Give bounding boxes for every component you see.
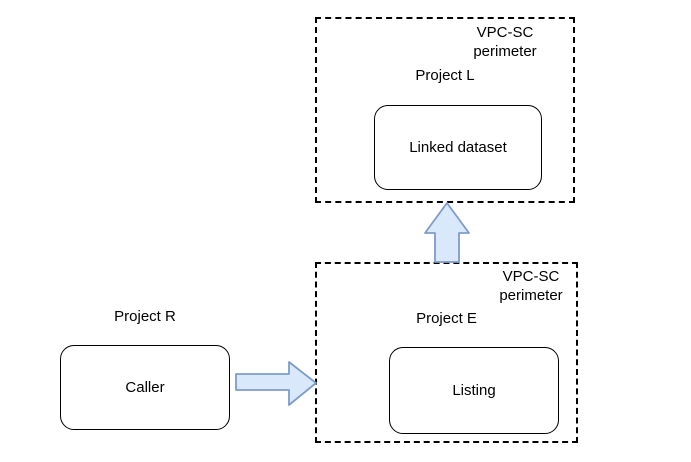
- arrow-up-shape: [424, 202, 470, 263]
- perimeter-label-line2: perimeter: [499, 287, 563, 304]
- caller-label: Caller: [125, 379, 165, 396]
- listing-node: Listing: [389, 347, 559, 434]
- vpc-sc-perimeter-bottom: VPC-SC perimeter Project E Listing: [315, 262, 578, 443]
- perimeter-label-line1: VPC-SC: [502, 268, 560, 285]
- perimeter-label-top: VPC-SC perimeter: [445, 23, 565, 61]
- project-r-label: Project R: [114, 308, 176, 325]
- arrow-listing-to-linked-dataset-icon: [424, 202, 470, 263]
- arrow-right-shape: [235, 361, 317, 406]
- vpc-sc-perimeter-top: VPC-SC perimeter Project L Linked datase…: [315, 17, 575, 203]
- linked-dataset-node: Linked dataset: [374, 105, 542, 190]
- perimeter-label-bottom: VPC-SC perimeter: [471, 267, 591, 305]
- perimeter-label-line2: perimeter: [473, 43, 537, 60]
- project-l-label: Project L: [415, 67, 475, 84]
- listing-label: Listing: [452, 382, 496, 399]
- perimeter-label-line1: VPC-SC: [476, 24, 534, 41]
- caller-node: Caller: [60, 345, 230, 430]
- project-e-label: Project E: [416, 310, 477, 327]
- arrow-caller-to-listing-icon: [235, 361, 317, 406]
- linked-dataset-label: Linked dataset: [409, 139, 507, 156]
